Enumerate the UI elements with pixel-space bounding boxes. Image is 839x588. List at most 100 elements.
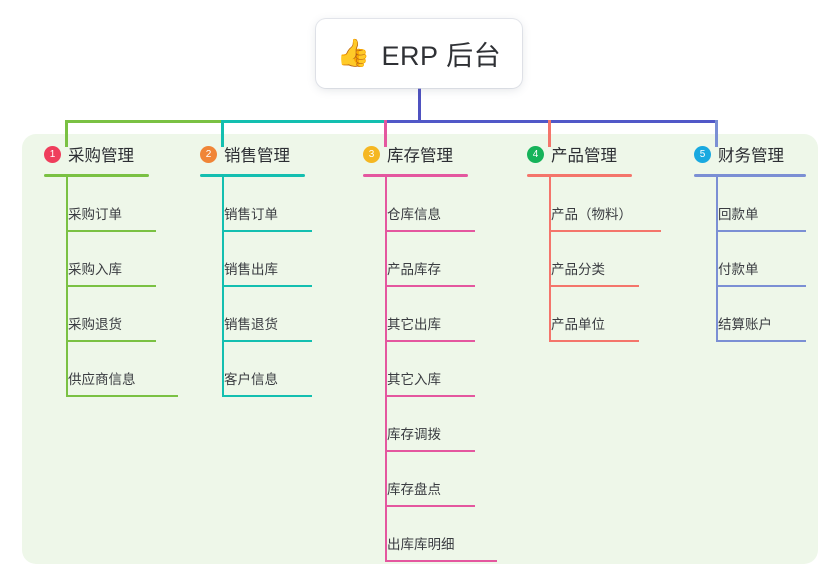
branch-spine xyxy=(385,177,387,562)
branch-item-list: 回款单付款单结算账户 xyxy=(694,177,806,342)
branch-underline xyxy=(694,174,806,177)
branch-item-label: 其它出库 xyxy=(387,317,441,332)
branch-number-badge: 1 xyxy=(44,145,61,163)
branch-item[interactable]: 产品库存 xyxy=(363,232,475,287)
branch-item-label: 结算账户 xyxy=(718,317,772,332)
bus-segment-left xyxy=(65,120,222,123)
branch-spine xyxy=(549,177,551,342)
branch-item[interactable]: 销售订单 xyxy=(200,177,312,232)
branch-item[interactable]: 出库库明细 xyxy=(363,507,497,562)
branch-item-underline xyxy=(385,230,475,232)
branch-header-3[interactable]: 3 库存管理 xyxy=(363,141,468,167)
branch-header-5[interactable]: 5 财务管理 xyxy=(694,141,806,167)
branch-item-label: 付款单 xyxy=(718,262,759,277)
branch-underline xyxy=(200,174,305,177)
branch-drop-1 xyxy=(65,120,68,147)
bus-segment-right xyxy=(384,120,718,123)
branch-number-badge: 3 xyxy=(363,145,380,163)
branch-item-underline xyxy=(66,230,156,232)
branch-spine xyxy=(66,177,68,397)
branch-item-label: 仓库信息 xyxy=(387,207,441,222)
branch-item-list: 仓库信息产品库存其它出库其它入库库存调拨库存盘点出库库明细 xyxy=(363,177,497,562)
diagram-panel xyxy=(22,134,818,564)
branch-item-label: 产品库存 xyxy=(387,262,441,277)
branch-item-underline xyxy=(222,340,312,342)
root-node-card[interactable]: 👍 ERP 后台 xyxy=(316,19,522,88)
branch-drop-4 xyxy=(548,120,551,147)
branch-item-underline xyxy=(66,285,156,287)
branch-item-label: 销售出库 xyxy=(224,262,278,277)
branch-item-underline xyxy=(385,340,475,342)
branch-item-label: 供应商信息 xyxy=(68,372,136,387)
branch-item[interactable]: 销售出库 xyxy=(200,232,312,287)
branch-item-underline xyxy=(385,505,475,507)
branch-item[interactable]: 付款单 xyxy=(694,232,806,287)
branch-item-label: 采购入库 xyxy=(68,262,122,277)
branch-item-label: 销售订单 xyxy=(224,207,278,222)
branch-spine xyxy=(716,177,718,342)
branch-item[interactable]: 采购退货 xyxy=(44,287,156,342)
branch-item-label: 产品分类 xyxy=(551,262,605,277)
branch-item[interactable]: 仓库信息 xyxy=(363,177,475,232)
branch-underline xyxy=(363,174,468,177)
branch-item[interactable]: 其它入库 xyxy=(363,342,475,397)
branch-title: 产品管理 xyxy=(551,147,617,165)
branch-item-underline xyxy=(222,395,312,397)
branch-drop-2 xyxy=(221,120,224,147)
branch-item-label: 出库库明细 xyxy=(387,537,455,552)
branch-item[interactable]: 供应商信息 xyxy=(44,342,178,397)
branch-item-underline xyxy=(385,560,497,562)
branch-item-list: 销售订单销售出库销售退货客户信息 xyxy=(200,177,312,397)
branch-item[interactable]: 采购订单 xyxy=(44,177,156,232)
branch-item-underline xyxy=(549,340,639,342)
branch-item-underline xyxy=(716,230,806,232)
branch-underline xyxy=(44,174,149,177)
branch-item[interactable]: 产品分类 xyxy=(527,232,639,287)
branch-column-3: 3 库存管理仓库信息产品库存其它出库其它入库库存调拨库存盘点出库库明细 xyxy=(363,141,497,562)
branch-item-underline xyxy=(549,285,639,287)
branch-item-label: 回款单 xyxy=(718,207,759,222)
branch-item[interactable]: 产品单位 xyxy=(527,287,639,342)
branch-item[interactable]: 客户信息 xyxy=(200,342,312,397)
branch-item[interactable]: 销售退货 xyxy=(200,287,312,342)
branch-item-underline xyxy=(716,285,806,287)
branch-item-label: 库存盘点 xyxy=(387,482,441,497)
branch-item-label: 库存调拨 xyxy=(387,427,441,442)
branch-item-underline xyxy=(66,340,156,342)
branch-title: 财务管理 xyxy=(718,147,784,165)
branch-item-list: 产品（物料） 产品分类产品单位 xyxy=(527,177,661,342)
branch-number-badge: 5 xyxy=(694,145,711,163)
branch-item[interactable]: 其它出库 xyxy=(363,287,475,342)
branch-column-5: 5 财务管理回款单付款单结算账户 xyxy=(694,141,806,342)
bus-segment-mid xyxy=(221,120,385,123)
branch-title: 销售管理 xyxy=(224,147,290,165)
branch-item[interactable]: 采购入库 xyxy=(44,232,156,287)
branch-underline xyxy=(527,174,632,177)
branch-item-list: 采购订单采购入库采购退货供应商信息 xyxy=(44,177,178,397)
branch-item-underline xyxy=(549,230,661,232)
branch-item-underline xyxy=(385,395,475,397)
branch-item[interactable]: 结算账户 xyxy=(694,287,806,342)
branch-item-underline xyxy=(385,450,475,452)
branch-item[interactable]: 产品（物料） xyxy=(527,177,661,232)
branch-item[interactable]: 回款单 xyxy=(694,177,806,232)
branch-item-underline xyxy=(66,395,178,397)
branch-spine xyxy=(222,177,224,397)
root-stem xyxy=(418,88,421,123)
branch-item-label: 采购订单 xyxy=(68,207,122,222)
branch-item-label: 采购退货 xyxy=(68,317,122,332)
branch-header-4[interactable]: 4 产品管理 xyxy=(527,141,632,167)
branch-item-underline xyxy=(222,285,312,287)
branch-item[interactable]: 库存盘点 xyxy=(363,452,475,507)
branch-item-underline xyxy=(222,230,312,232)
branch-title: 库存管理 xyxy=(387,147,453,165)
branch-number-badge: 4 xyxy=(527,145,544,163)
branch-item-underline xyxy=(385,285,475,287)
branch-item[interactable]: 库存调拨 xyxy=(363,397,475,452)
branch-column-4: 4 产品管理产品（物料） 产品分类产品单位 xyxy=(527,141,661,342)
branch-item-label: 其它入库 xyxy=(387,372,441,387)
